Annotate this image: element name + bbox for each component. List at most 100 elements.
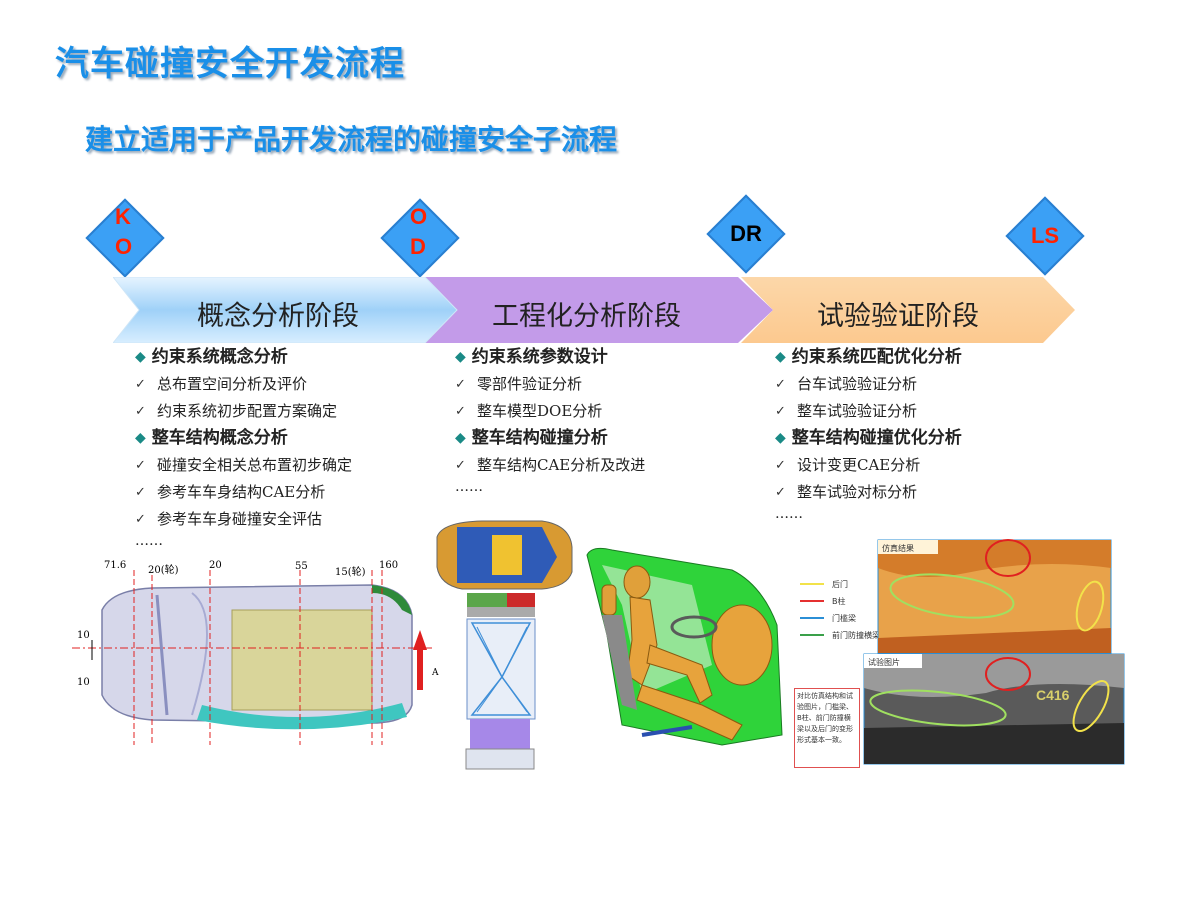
comparison-svg: 后门 B柱 门槛梁 前门防撞横梁 仿真结果 试验图片 C416 <box>800 539 1125 765</box>
checkmark-icon: ✓ <box>135 404 146 419</box>
headrest <box>601 584 617 616</box>
test-highlight-ellipse-red <box>985 657 1031 691</box>
phase-label-concept: 概念分析阶段 <box>197 301 359 332</box>
test-image-shadow <box>864 723 1124 764</box>
test-label-bg <box>864 654 922 668</box>
diamond-bullet-icon: ◆ <box>135 430 146 446</box>
steering-wheel <box>670 615 718 639</box>
group-heading-text: 约束系统匹配优化分析 <box>791 347 962 367</box>
side-sill <box>197 703 407 730</box>
b-pillar <box>155 594 169 716</box>
list-item-text: 参考车车身碰撞安全评估 <box>157 510 323 528</box>
list-item-text: 整车试验对标分析 <box>797 483 918 501</box>
impact-arrow-icon <box>413 630 427 690</box>
test-highlight-ellipse-yellow <box>1072 680 1110 732</box>
list-item: ✓总布置空间分析及评价 <box>135 371 352 398</box>
checkmark-icon: ✓ <box>775 485 786 500</box>
dummy-head <box>623 565 651 599</box>
milestone-ko-char-1: K <box>115 204 131 229</box>
diamond-bullet-icon: ◆ <box>775 349 786 365</box>
diamond-bullet-icon: ◆ <box>775 430 786 446</box>
page-title: 汽车碰撞安全开发流程 <box>55 44 405 84</box>
occupant-simulation-figure <box>586 547 783 746</box>
checkmark-icon: ✓ <box>455 377 466 392</box>
phase-column-concept: ◆ 约束系统概念分析 ✓总布置空间分析及评价 ✓ 约束系统初步配置方案确定 ◆整车结… <box>135 344 352 553</box>
dim-label: 10 <box>77 630 90 641</box>
checkmark-icon: ✓ <box>135 377 146 392</box>
checkmark-icon: ✓ <box>775 377 786 392</box>
roof-panel <box>231 609 373 711</box>
checkmark-icon: ✓ <box>455 404 466 419</box>
dim-label: 15(轮) <box>335 565 366 578</box>
seat <box>602 615 637 710</box>
group-heading: ◆约束系统参数设计 <box>455 344 645 371</box>
page-subtitle: 建立适用于产品开发流程的碰撞安全子流程 <box>85 123 618 156</box>
dummy-arm <box>646 644 713 704</box>
ellipsis: …… <box>775 506 803 522</box>
seat-block <box>492 535 522 575</box>
milestone-ko-char-2: O <box>115 234 133 259</box>
phase-arrow-3 <box>741 277 1075 343</box>
milestone-ls-label: LS <box>1030 223 1060 248</box>
phase-arrow-1 <box>113 277 458 343</box>
highlight-ellipse-yellow <box>1075 580 1105 632</box>
ellipsis: …… <box>455 479 483 495</box>
barrier-red <box>507 593 535 607</box>
diamond-bullet-icon: ◆ <box>455 430 466 446</box>
legend-label: 门槛梁 <box>832 613 856 623</box>
simulation-sill <box>878 628 1111 653</box>
list-item-text: 整车试验验证分析 <box>797 402 918 420</box>
checkmark-icon: ✓ <box>135 485 146 500</box>
phase-label-validation: 试验验证阶段 <box>817 301 979 332</box>
sled-carriage <box>470 719 530 749</box>
comparison-figure: 后门 B柱 门槛梁 前门防撞横梁 仿真结果 试验图片 C416 对比仿真结构和试… <box>786 528 1126 773</box>
phase-arrows <box>113 277 1075 343</box>
list-item-text: 碰撞安全相关总布置初步确定 <box>157 456 353 474</box>
group-heading-text: 约束系统概念分析 <box>151 347 288 367</box>
checkmark-icon: ✓ <box>455 458 466 473</box>
sled-test-figure <box>436 520 573 770</box>
sled-base <box>465 748 535 770</box>
phase-column-validation: ◆约束系统匹配优化分析 ✓台车试验验证分析 ✓ 整车试验验证分析 ◆整车结构碰撞… <box>775 344 962 526</box>
milestone-od: O D <box>380 198 460 278</box>
list-item-text: 整车结构CAE分析及改进 <box>477 456 646 474</box>
milestone-dr-label: DR <box>730 221 762 246</box>
list-item: ✓ 整车试验验证分析 <box>775 398 962 425</box>
checkmark-icon: ✓ <box>135 458 146 473</box>
watermark: C416 <box>1036 687 1070 703</box>
list-item-text: 参考车车身结构CAE分析 <box>157 483 326 501</box>
milestone-od-char-1: O <box>410 204 428 229</box>
list-item: ✓ 约束系统初步配置方案确定 <box>135 398 352 425</box>
legend-label: 前门防撞横梁 <box>832 630 880 640</box>
dim-label: 20 <box>209 560 222 571</box>
test-image-highlight <box>864 654 1124 697</box>
dim-label: 71.6 <box>104 560 126 571</box>
dim-label: 10 <box>77 677 90 688</box>
floor-pedal <box>641 725 693 737</box>
list-item-text: 约束系统初步配置方案确定 <box>157 402 338 420</box>
legend-label: 后门 <box>832 579 848 589</box>
highlight-ellipse-green <box>889 573 1015 619</box>
phase-label-engineering: 工程化分析阶段 <box>492 301 681 332</box>
group-heading: ◆整车结构碰撞分析 <box>455 425 645 452</box>
list-item: ✓ 整车结构CAE分析及改进 <box>455 452 645 479</box>
list-item: ✓ 零部件验证分析 <box>455 371 645 398</box>
milestone-ko: K O <box>85 198 165 278</box>
group-heading: ◆ 约束系统概念分析 <box>135 344 352 371</box>
dim-label: 160 <box>379 560 398 571</box>
milestone-ls: LS <box>1005 196 1085 276</box>
group-heading: ◆整车结构概念分析 <box>135 425 352 452</box>
ellipsis: …… <box>135 533 163 549</box>
list-item: ✓参考车车身碰撞安全评估 <box>135 506 352 533</box>
list-item: ✓ 碰撞安全相关总布置初步确定 <box>135 452 352 479</box>
list-item-text: 零部件验证分析 <box>477 375 583 393</box>
car-body-layout-figure: 71.6 20(轮) 20 55 15(轮) 160 10 10 A <box>72 560 439 745</box>
simulation-label: 仿真结果 <box>882 543 914 553</box>
arrow-label: A <box>431 668 439 678</box>
list-item: ✓ 参考车车身结构CAE分析 <box>135 479 352 506</box>
diamond-bullet-icon: ◆ <box>135 349 146 365</box>
checkmark-icon: ✓ <box>775 404 786 419</box>
group-heading-text: 约束系统参数设计 <box>471 347 608 367</box>
group-heading-text: 整车结构碰撞优化分析 <box>791 428 962 448</box>
milestone-dr: DR <box>706 194 786 274</box>
